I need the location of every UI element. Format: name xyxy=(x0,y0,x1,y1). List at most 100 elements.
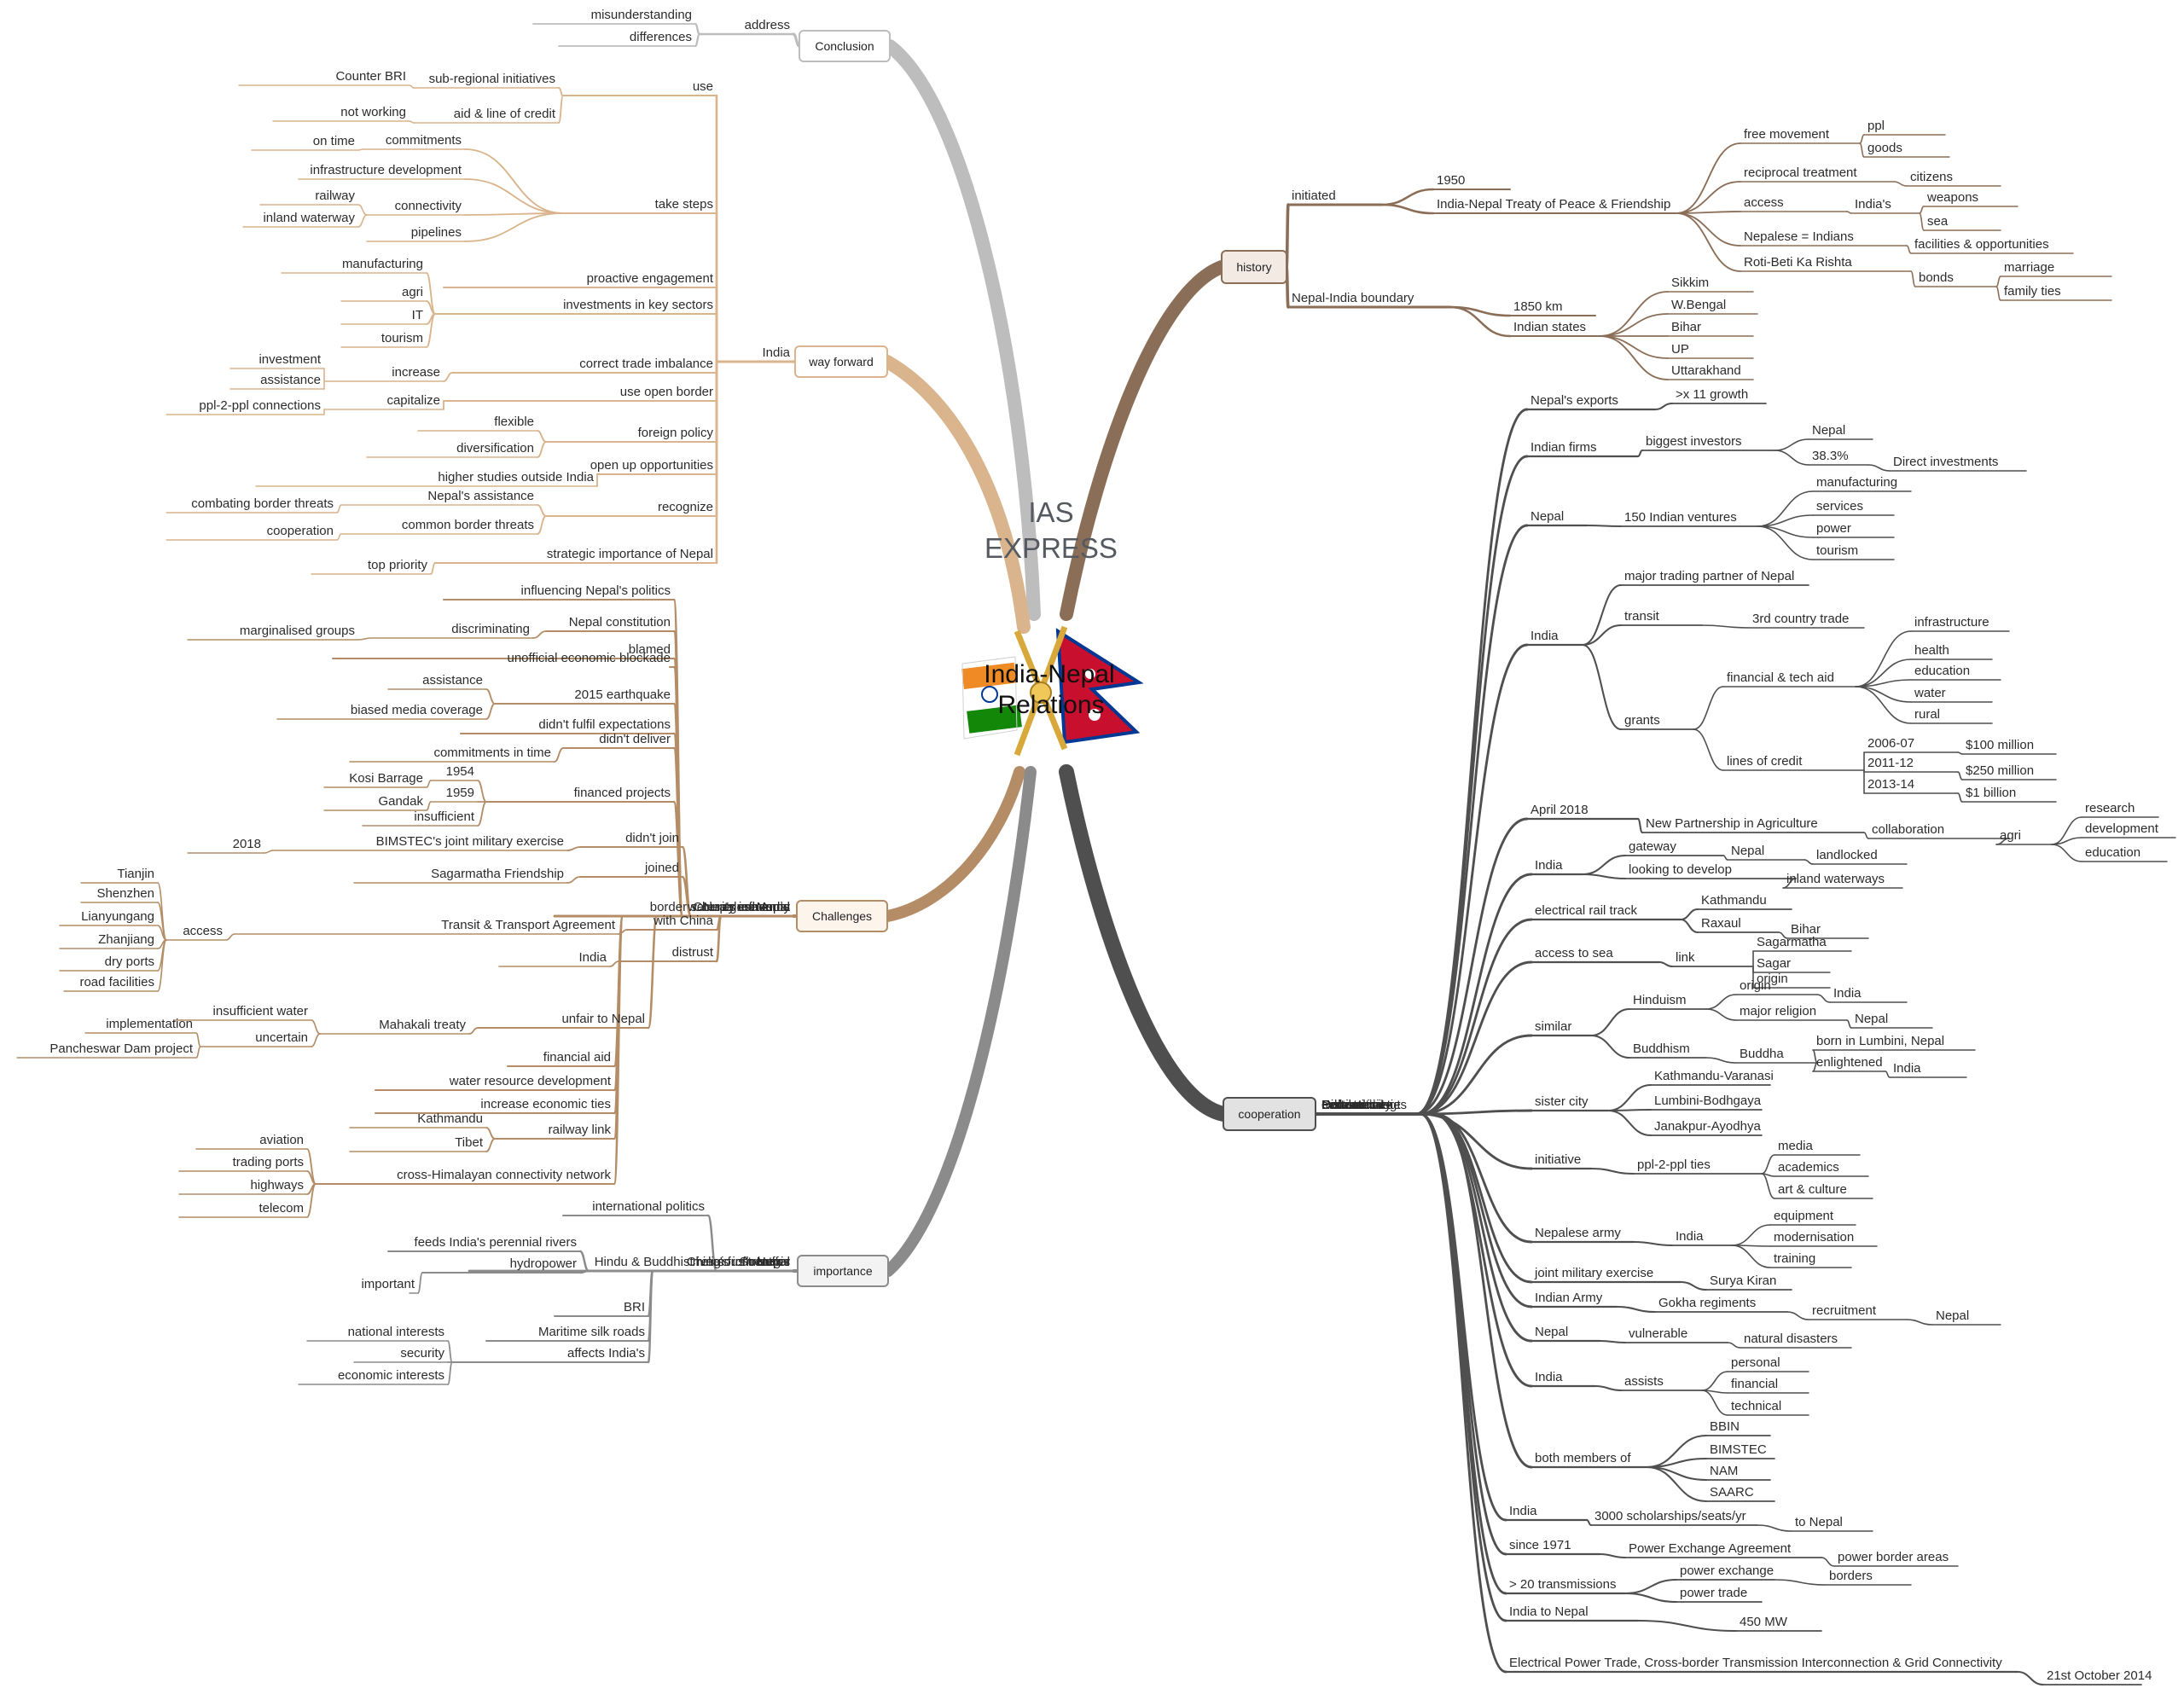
topic-scholarships[interactable]: 3000 scholarships/seats/yr xyxy=(1594,1509,1746,1523)
topic-to-nepal[interactable]: to Nepal xyxy=(1795,1515,1843,1529)
topic-kosi[interactable]: Kosi Barrage xyxy=(349,771,423,786)
topic-pipelines[interactable]: pipelines xyxy=(411,225,462,240)
topic-telecom[interactable]: telecom xyxy=(258,1201,304,1216)
topic-trading-ports[interactable]: trading ports xyxy=(233,1155,304,1169)
topic-weapons[interactable]: weapons xyxy=(1926,190,1978,205)
topic-tourism[interactable]: tourism xyxy=(1816,543,1858,558)
topic-electrical-trade[interactable]: Electrical Power Trade, Cross-border Tra… xyxy=(1509,1656,2002,1670)
topic-rivers[interactable]: rivers from Nepal xyxy=(693,1255,790,1269)
topic-y2006[interactable]: 2006-07 xyxy=(1867,736,1914,751)
topic-india-o[interactable]: India xyxy=(1833,986,1862,1001)
topic-chinas-influences[interactable]: China's influences xyxy=(687,1255,790,1269)
topic-aviation[interactable]: aviation xyxy=(259,1133,304,1147)
topic-ja[interactable]: Janakpur-Ayodhya xyxy=(1654,1119,1761,1134)
topic-goods[interactable]: goods xyxy=(1867,141,1902,155)
topic-sagarmatha[interactable]: Sagarmatha xyxy=(1757,935,1827,949)
topic-since1971[interactable]: since 1971 xyxy=(1509,1538,1571,1552)
topic-financial-aid[interactable]: financial aid xyxy=(543,1050,611,1065)
topic-infra-dev[interactable]: infrastructure development xyxy=(310,163,462,177)
topic-capitalize[interactable]: capitalize xyxy=(386,393,440,408)
topic-assistance[interactable]: assistance xyxy=(422,673,483,688)
topic-bonds[interactable]: bonds xyxy=(1919,270,1954,285)
topic-borders[interactable]: borders xyxy=(1829,1569,1873,1583)
topic-on-time[interactable]: on time xyxy=(313,134,355,148)
topic-gateway[interactable]: gateway xyxy=(1629,839,1676,854)
topic-link[interactable]: link xyxy=(1676,950,1695,965)
topic-indian-firms[interactable]: Indian firms xyxy=(1531,440,1597,455)
topic-india2[interactable]: India xyxy=(578,950,607,965)
topic-bbin[interactable]: BBIN xyxy=(1710,1419,1740,1434)
topic-financial[interactable]: financial xyxy=(1731,1377,1778,1391)
topic-major-trading[interactable]: major trading partner of Nepal xyxy=(1624,569,1794,583)
topic-distrust[interactable]: distrust xyxy=(672,945,714,960)
topic-ppl-ties[interactable]: ppl-2-ppl ties xyxy=(1637,1158,1711,1172)
topic-cooperation[interactable]: cooperation xyxy=(267,524,334,538)
topic-diversification[interactable]: diversification xyxy=(456,441,534,455)
topic-didnt-join[interactable]: didn't join xyxy=(625,831,679,845)
topic-national[interactable]: national interests xyxy=(348,1325,444,1339)
topic-marriage[interactable]: marriage xyxy=(2004,260,2054,275)
topic-with-china[interactable]: with China xyxy=(653,914,714,928)
topic-common-threats[interactable]: common border threats xyxy=(402,518,534,532)
topic-enlightened[interactable]: enlightened xyxy=(1816,1055,1883,1070)
topic-access-sea[interactable]: access to sea xyxy=(1535,946,1613,960)
topic-services[interactable]: services xyxy=(1816,499,1863,513)
topic-affects[interactable]: affects India's xyxy=(567,1346,645,1361)
topic-natural-disasters[interactable]: natural disasters xyxy=(1744,1332,1838,1346)
topic-nepals-exports[interactable]: Nepal's exports xyxy=(1531,393,1618,408)
topic-economic[interactable]: economic xyxy=(1321,1098,1377,1112)
topic-academics[interactable]: academics xyxy=(1778,1160,1839,1175)
topic-landlocked[interactable]: landlocked xyxy=(1816,848,1878,862)
topic-inland-waterway[interactable]: inland waterway xyxy=(263,211,355,225)
topic-aid-credit[interactable]: aid & line of credit xyxy=(454,107,556,121)
topic-india-dm[interactable]: India xyxy=(1535,1370,1563,1384)
topic-oct2014[interactable]: 21st October 2014 xyxy=(2047,1668,2152,1683)
topic-agri[interactable]: agri xyxy=(402,285,423,299)
topic-y1950[interactable]: 1950 xyxy=(1437,173,1465,188)
topic-india[interactable]: India xyxy=(762,345,790,360)
topic-economic[interactable]: economic interests xyxy=(338,1368,444,1383)
topic-gokha[interactable]: Gokha regiments xyxy=(1658,1296,1756,1310)
main-topic-conclusion[interactable]: Conclusion xyxy=(799,30,891,62)
topic-water-resource[interactable]: water resource development xyxy=(449,1074,612,1088)
topic-art-culture[interactable]: art & culture xyxy=(1778,1182,1847,1197)
topic-commitments[interactable]: commitments xyxy=(386,133,462,148)
topic-india-b[interactable]: India xyxy=(1893,1061,1921,1076)
topic-indian-states[interactable]: Indian states xyxy=(1513,320,1586,334)
topic-biggest-investors[interactable]: biggest investors xyxy=(1646,434,1742,449)
topic-initiative[interactable]: initiative xyxy=(1535,1152,1581,1167)
topic-modernisation[interactable]: modernisation xyxy=(1774,1230,1854,1245)
topic-access[interactable]: access xyxy=(183,924,223,938)
topic-indias[interactable]: India's xyxy=(1855,197,1891,212)
topic-cross-himalayan[interactable]: cross-Himalayan connectivity network xyxy=(397,1168,611,1182)
main-topic-cooperation[interactable]: cooperation xyxy=(1223,1097,1316,1131)
topic-lb[interactable]: Lumbini-Bodhgaya xyxy=(1654,1094,1762,1108)
topic-joined[interactable]: joined xyxy=(644,861,679,875)
topic-new-partnership[interactable]: New Partnership in Agriculture xyxy=(1646,816,1818,831)
topic-transmissions[interactable]: > 20 transmissions xyxy=(1509,1577,1616,1592)
topic-grants[interactable]: grants xyxy=(1624,713,1660,728)
topic-economic-ties[interactable]: increase economic ties xyxy=(480,1097,611,1111)
topic-indian-army[interactable]: Indian Army xyxy=(1535,1291,1603,1305)
topic-sagarmatha-friendship[interactable]: Sagarmatha Friendship xyxy=(431,867,564,881)
topic-raxaul[interactable]: Raxaul xyxy=(1701,916,1741,931)
main-topic-importance[interactable]: importance xyxy=(797,1255,889,1287)
topic-bimstec-exercise[interactable]: BIMSTEC's joint military exercise xyxy=(376,834,564,849)
topic-influencing[interactable]: influencing Nepal's politics xyxy=(521,583,671,598)
topic-higher-studies[interactable]: higher studies outside India xyxy=(438,470,594,484)
topic-tibet[interactable]: Tibet xyxy=(455,1135,484,1150)
topic-direct-investments[interactable]: Direct investments xyxy=(1893,455,1998,469)
topic-strategic-importance[interactable]: strategic importance of Nepal xyxy=(547,547,713,561)
topic-similar[interactable]: similar xyxy=(1535,1019,1571,1034)
topic-india-d[interactable]: India xyxy=(1676,1229,1704,1244)
topic-india[interactable]: India xyxy=(762,900,790,914)
topic-subregional[interactable]: sub-regional initiatives xyxy=(429,72,555,86)
topic-uttarakhand[interactable]: Uttarakhand xyxy=(1671,363,1741,378)
topic-top-priority[interactable]: top priority xyxy=(368,558,428,572)
topic-nepal-dm[interactable]: Nepal xyxy=(1535,1325,1568,1339)
topic-development[interactable]: development xyxy=(2085,821,2159,836)
topic-border-security[interactable]: border security concerns xyxy=(650,900,790,914)
topic-initiated[interactable]: initiated xyxy=(1292,189,1336,203)
topic-kathmandu[interactable]: Kathmandu xyxy=(1701,893,1767,908)
topic-earthquake[interactable]: 2015 earthquake xyxy=(574,688,671,702)
